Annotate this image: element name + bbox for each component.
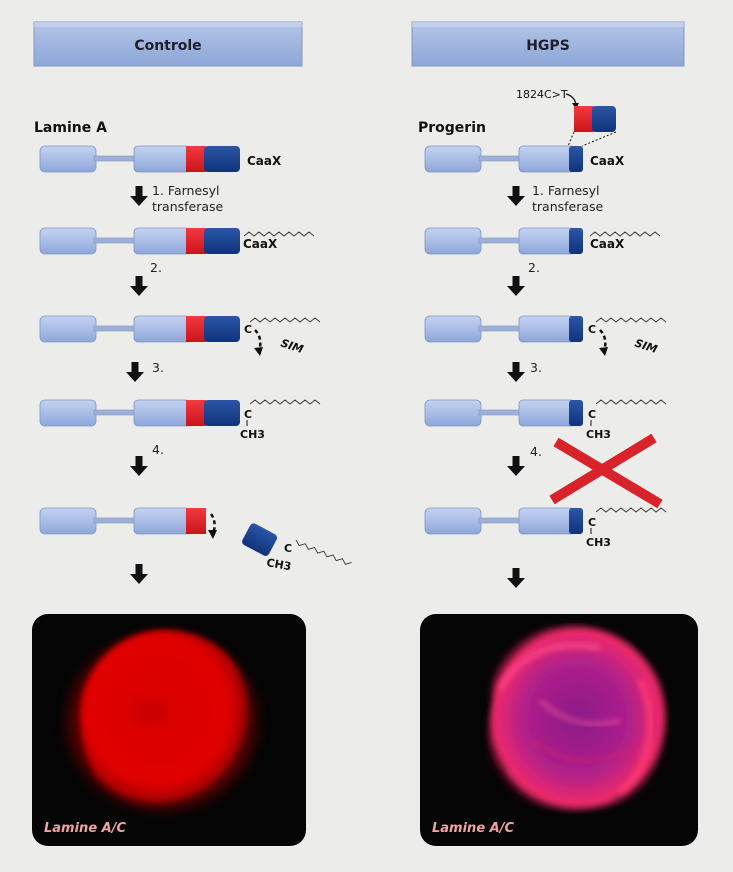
lamin-a-row-1 xyxy=(39,145,240,173)
down-arrow-icon xyxy=(130,276,148,296)
header-hgps-title: HGPS xyxy=(526,38,570,54)
arrowhead xyxy=(599,347,608,356)
caax-label: CaaX xyxy=(590,154,625,168)
caax-label: CaaX xyxy=(243,237,278,251)
deleted-segment xyxy=(574,106,616,132)
c-label: C xyxy=(588,323,596,336)
microscopy-image-hgps: Lamine A/C xyxy=(420,614,698,846)
mutation-label: 1824C>T xyxy=(516,88,568,101)
step-1-line1: 1. Farnesyl xyxy=(152,183,220,198)
farnesyl-tail xyxy=(595,399,667,405)
sim-label: SIM xyxy=(279,336,305,355)
down-arrow-icon xyxy=(507,276,525,296)
mutation-pointer xyxy=(565,93,577,105)
lamin-a-row-5 xyxy=(39,507,206,535)
caax-label: CaaX xyxy=(247,154,282,168)
farnesyl-tail xyxy=(295,539,352,565)
c-label: C xyxy=(588,408,596,421)
sim-label: SIM xyxy=(633,336,659,355)
progerin-row-2 xyxy=(424,227,583,255)
c-label: C xyxy=(588,516,596,529)
down-arrow-icon xyxy=(130,186,148,206)
lamin-a-row-3 xyxy=(39,315,240,343)
caax-label: CaaX xyxy=(590,237,625,251)
down-arrow-icon xyxy=(507,456,525,476)
c-label: C xyxy=(244,408,252,421)
arrowhead xyxy=(208,530,217,539)
farnesyl-tail xyxy=(249,399,321,405)
c-label: C xyxy=(244,323,252,336)
step-2: 2. xyxy=(150,260,162,275)
step-1-line1: 1. Farnesyl xyxy=(532,183,600,198)
arrowhead xyxy=(254,347,263,356)
cross-mark-icon xyxy=(549,433,663,509)
farnesyl-tail xyxy=(249,317,321,323)
protein-label-lamine-a: Lamine A xyxy=(34,120,107,136)
step-2: 2. xyxy=(528,260,540,275)
farnesyl-tail xyxy=(243,231,315,237)
microscopy-image-controle: Lamine A/C xyxy=(32,614,306,846)
progerin-row-3 xyxy=(424,315,583,343)
header-controle-title: Controle xyxy=(134,38,201,54)
step-4: 4. xyxy=(530,444,542,459)
farnesyl-tail xyxy=(595,317,667,323)
step-3: 3. xyxy=(152,360,164,375)
step-1-line2: transferase xyxy=(532,199,604,214)
header-controle: Controle xyxy=(33,21,303,67)
lamin-a-row-2 xyxy=(39,227,240,255)
farnesyl-tail xyxy=(595,507,667,513)
ch3-label: CH3 xyxy=(265,556,292,573)
down-arrow-icon xyxy=(126,362,144,382)
ch3-label: CH3 xyxy=(586,536,611,549)
down-arrow-icon xyxy=(507,186,525,206)
progerin-row-5 xyxy=(424,507,583,535)
image-caption: Lamine A/C xyxy=(44,821,126,836)
cleaved-fragment xyxy=(242,523,278,556)
down-arrow-icon xyxy=(507,568,525,588)
step-1-line2: transferase xyxy=(152,199,224,214)
image-caption: Lamine A/C xyxy=(432,821,514,836)
protein-label-progerin: Progerin xyxy=(418,120,486,136)
down-arrow-icon xyxy=(130,456,148,476)
farnesyl-tail xyxy=(589,231,661,237)
down-arrow-icon xyxy=(130,564,148,584)
progerin-row-4 xyxy=(424,399,583,427)
step-3: 3. xyxy=(530,360,542,375)
c-label: C xyxy=(284,542,292,555)
header-hgps: HGPS xyxy=(411,21,685,67)
curved-arrow-icon xyxy=(209,513,216,535)
step-4: 4. xyxy=(152,442,164,457)
progerin-row-1 xyxy=(424,145,583,173)
ch3-label: CH3 xyxy=(240,428,265,441)
down-arrow-icon xyxy=(507,362,525,382)
lamin-a-row-4 xyxy=(39,399,240,427)
ch3-label: CH3 xyxy=(586,428,611,441)
